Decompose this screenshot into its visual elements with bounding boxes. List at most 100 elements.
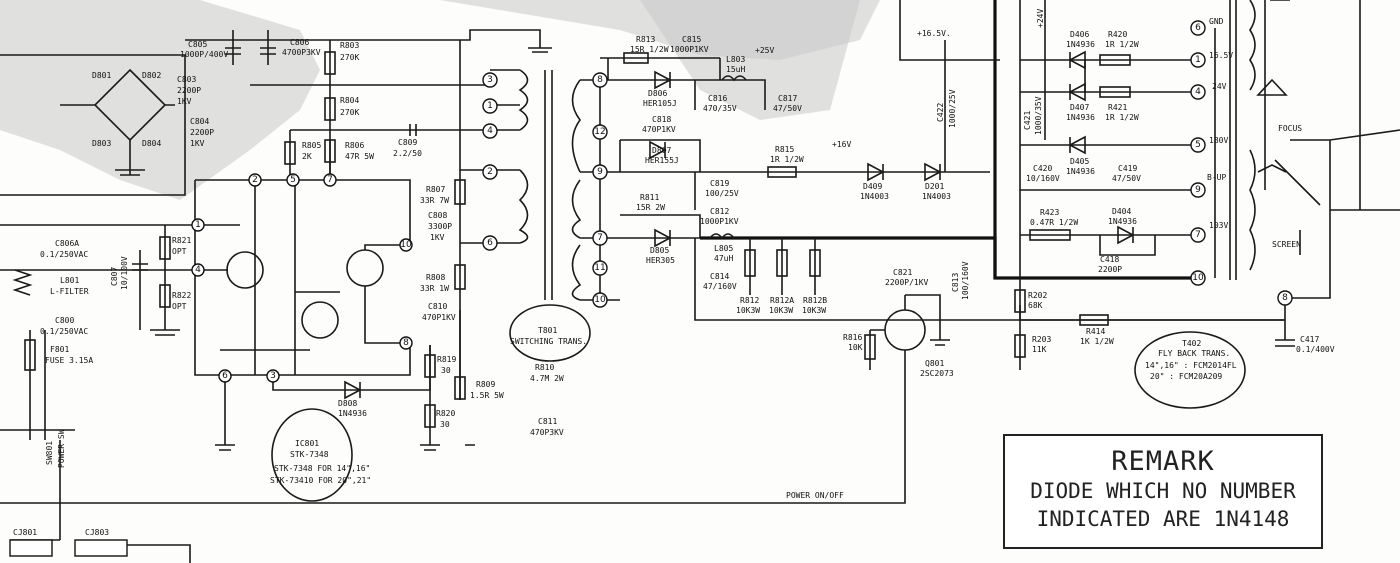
out-b-wire	[600, 214, 701, 239]
label-cj801: CJ801	[13, 528, 37, 537]
pin-markers	[191, 20, 1293, 383]
label-r811-value: 15R 2W	[636, 203, 665, 212]
label-r803-value: 270K	[340, 53, 359, 62]
label-c800-value: 0.1/250VAC	[40, 327, 88, 336]
ic-internal-wire	[200, 180, 410, 375]
label-r203: R203	[1032, 335, 1051, 344]
d407	[1068, 82, 1086, 102]
label-l801-value: L-FILTER	[50, 287, 89, 296]
label-d201: D201	[925, 182, 944, 191]
r803-body	[324, 51, 336, 75]
ic-pin-3	[266, 369, 280, 383]
transistor-2	[346, 249, 384, 287]
r420-body	[1099, 54, 1131, 66]
label-r420: R420	[1108, 30, 1127, 39]
transistor-3	[301, 301, 339, 339]
label-c810: C810	[428, 302, 447, 311]
label-r808-value: 33R 1W	[420, 284, 449, 293]
out-25v-wire	[600, 57, 766, 110]
label-l801: L801	[60, 276, 79, 285]
label-ic801-variant-a: STK-7348 FOR 14",16"	[274, 464, 370, 473]
r812-group-wire	[694, 238, 1285, 321]
label-r806: R806	[345, 141, 364, 150]
remark-line-2: INDICATED ARE 1N4148	[1036, 507, 1290, 531]
t801-pin-11	[592, 260, 608, 276]
fbt-pin-8	[1277, 290, 1293, 306]
label-r810-value: 4.7M 2W	[530, 374, 564, 383]
r423-body	[1029, 229, 1071, 241]
rail-24	[1019, 0, 1046, 320]
label-c816: C816	[708, 94, 727, 103]
r821-body	[159, 236, 171, 260]
ic-pin-5	[286, 173, 300, 187]
pin-num: 5	[290, 175, 296, 185]
pin-num: 8	[1282, 293, 1288, 303]
pin-num: 6	[487, 238, 493, 248]
left-input-wire	[0, 224, 200, 336]
r812-body	[744, 249, 756, 277]
ic801-circle	[271, 408, 353, 502]
label-d407: D407	[1070, 103, 1089, 112]
ic-bottom-wire	[215, 345, 431, 451]
fbt-diode	[1256, 78, 1288, 173]
label-f801: F801	[50, 345, 69, 354]
pin-num: 7	[1195, 230, 1201, 240]
label-r812a: R812A	[770, 296, 794, 305]
pin-num: 4	[487, 126, 493, 136]
t801-pin-10	[592, 292, 608, 308]
label-r420-value: 1R 1/2W	[1105, 40, 1139, 49]
ic-pin-2	[248, 173, 262, 187]
component-labels: C805 1000P/400V C806 4700P3KV R803 270K …	[13, 9, 1335, 537]
label-ic801-variant-b: STK-73410 FOR 20",21"	[270, 476, 371, 485]
label-ic801: IC801	[295, 439, 319, 448]
pin-num: 3	[270, 371, 276, 381]
r806-body	[324, 139, 336, 163]
label-c807-value: 10/100V	[120, 256, 129, 290]
label-d806-value: HER105J	[643, 99, 677, 108]
primary-wire	[250, 84, 490, 180]
t801-pin-9	[592, 164, 608, 180]
scan-smudge	[640, 0, 860, 120]
d201	[924, 162, 942, 182]
label-c807: C807	[110, 267, 119, 286]
r812a-body	[776, 249, 788, 277]
label-d404-value: 1N4936	[1108, 217, 1137, 226]
t402-circle	[1134, 331, 1246, 409]
label-r812b: R812B	[803, 296, 827, 305]
snubber-wire	[420, 169, 490, 451]
t801-pin-6	[482, 235, 498, 251]
label-q801-value: 2SC2073	[920, 369, 954, 378]
cj803-connector	[74, 539, 128, 557]
label-r804-value: 270K	[340, 108, 359, 117]
label-c819-value: 100/25V	[705, 189, 739, 198]
label-d805: D805	[650, 246, 669, 255]
label-r821: R821	[172, 236, 191, 245]
label-r421: R421	[1108, 103, 1127, 112]
t801-primary	[490, 69, 529, 244]
label-r820-value: 30	[440, 420, 450, 429]
label-c806a-value: 0.1/250VAC	[40, 250, 88, 259]
fbt-pin-10	[1190, 270, 1206, 286]
label-r807: R807	[426, 185, 445, 194]
pin-num: 2	[487, 167, 493, 177]
label-c804-value: 2200P	[190, 128, 214, 137]
label-r815: R815	[775, 145, 794, 154]
bridge-wire	[60, 104, 175, 176]
label-c808-voltage: 1KV	[430, 233, 445, 242]
label-c805: C805	[188, 40, 207, 49]
label-c821-value: 2200P/1KV	[885, 278, 929, 287]
pin-num: 1	[195, 220, 201, 230]
bias-wire	[1019, 298, 1295, 370]
label-24v-rail: +24V	[1036, 9, 1045, 28]
label-d802: D802	[142, 71, 161, 80]
f801-body	[24, 339, 36, 371]
label-l803-value: 15uH	[726, 65, 745, 74]
pin-num: 9	[1195, 185, 1201, 195]
label-t402-value: FLY BACK TRANS.	[1158, 349, 1230, 358]
label-r813: R813	[636, 35, 655, 44]
label-c811: C811	[538, 417, 557, 426]
label-d803: D803	[92, 139, 111, 148]
fbt-pin-7	[1190, 227, 1206, 243]
d806	[654, 70, 672, 90]
